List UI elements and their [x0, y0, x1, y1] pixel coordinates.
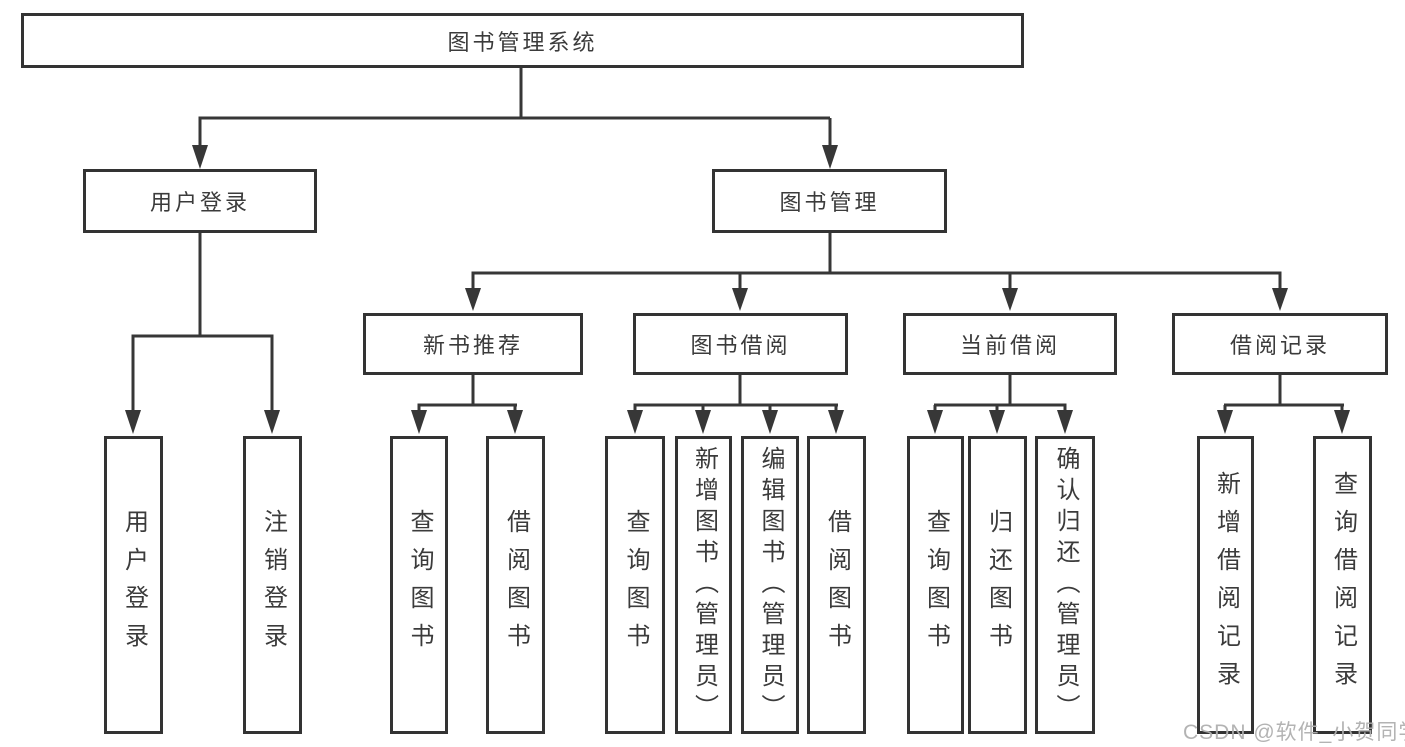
arrowheads-new-book [411, 410, 523, 434]
connector-new-book [417, 375, 517, 414]
leaf-query-book-borrow: 查询图书 [605, 436, 665, 734]
node-user-login: 用户登录 [83, 169, 317, 233]
leaf-add-borrow-record: 新增借阅记录 [1197, 436, 1254, 734]
leaf-edit-book-admin: 编辑图书（管理员） [741, 436, 799, 734]
leaf-borrow-book-newbook: 借阅图书 [486, 436, 545, 734]
arrowheads-root [192, 145, 838, 169]
leaf-add-book-admin-label: 新增图书（管理员） [690, 445, 718, 725]
connector-root [198, 68, 832, 152]
arrowheads-book-borrow [627, 410, 844, 434]
leaf-query-book-newbook-label: 查询图书 [406, 509, 433, 661]
node-book-borrow: 图书借阅 [633, 313, 848, 375]
leaf-edit-book-admin-label: 编辑图书（管理员） [757, 445, 784, 725]
leaf-logout-label: 注销登录 [259, 509, 287, 661]
leaf-user-login-label: 用户登录 [120, 509, 148, 661]
arrowheads-borrow-record [1217, 410, 1350, 434]
leaf-user-login: 用户登录 [104, 436, 163, 734]
leaf-return-book: 归还图书 [968, 436, 1027, 734]
leaf-logout: 注销登录 [243, 436, 302, 734]
node-current-borrow-label: 当前借阅 [959, 333, 1060, 358]
node-borrow-record-label: 借阅记录 [1229, 333, 1330, 358]
node-borrow-record: 借阅记录 [1172, 313, 1388, 375]
leaf-confirm-return-admin: 确认归还（管理员） [1035, 436, 1095, 734]
node-current-borrow: 当前借阅 [903, 313, 1117, 375]
node-root-label: 图书管理系统 [447, 29, 598, 55]
arrowheads-current-borrow [927, 410, 1073, 434]
leaf-query-book-borrow-label: 查询图书 [622, 509, 649, 661]
leaf-query-book-newbook: 查询图书 [390, 436, 448, 734]
connector-book-management [471, 233, 1282, 292]
leaf-borrow-book-label: 借阅图书 [823, 509, 851, 661]
leaf-return-book-label: 归还图书 [984, 509, 1012, 661]
leaf-add-borrow-record-label: 新增借阅记录 [1212, 471, 1240, 699]
node-book-management: 图书管理 [712, 169, 947, 233]
leaf-add-book-admin: 新增图书（管理员） [675, 436, 732, 734]
connector-current-borrow [933, 375, 1067, 414]
node-book-borrow-label: 图书借阅 [690, 333, 791, 358]
leaf-query-book-current-label: 查询图书 [922, 509, 950, 661]
connector-book-borrow [633, 375, 838, 414]
node-root: 图书管理系统 [21, 13, 1024, 68]
leaf-query-borrow-record-label: 查询借阅记录 [1329, 471, 1357, 699]
arrowheads-user-login [125, 410, 280, 434]
leaf-confirm-return-admin-label: 确认归还（管理员） [1052, 445, 1079, 725]
leaf-query-book-current: 查询图书 [907, 436, 964, 734]
leaf-borrow-book: 借阅图书 [807, 436, 866, 734]
node-new-book-recommend-label: 新书推荐 [422, 333, 523, 358]
arrowheads-book-management [465, 288, 1288, 311]
node-new-book-recommend: 新书推荐 [363, 313, 583, 375]
connector-borrow-record [1223, 375, 1344, 414]
node-book-management-label: 图书管理 [779, 190, 880, 215]
leaf-borrow-book-newbook-label: 借阅图书 [502, 509, 530, 661]
connector-user-login [131, 233, 274, 414]
node-user-login-label: 用户登录 [149, 190, 250, 215]
watermark: CSDN @软件_小贺同学 [1183, 721, 1405, 744]
leaf-query-borrow-record: 查询借阅记录 [1313, 436, 1372, 734]
